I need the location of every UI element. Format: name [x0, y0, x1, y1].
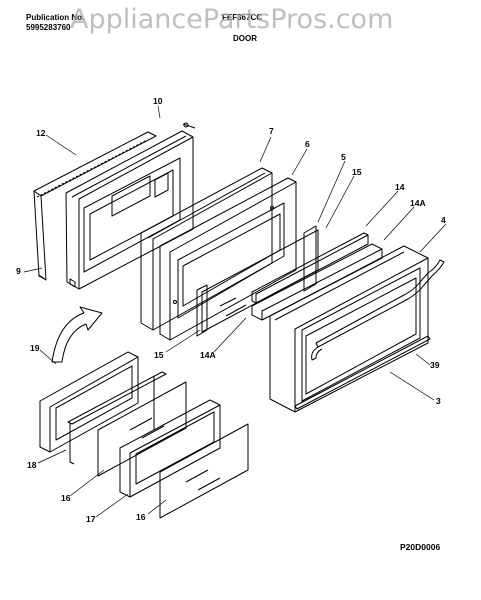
glass-part-16-upper	[97, 381, 187, 477]
glass-part-14	[251, 232, 369, 304]
section-title: DOOR	[233, 34, 257, 43]
inner-door-panel-part-9	[65, 130, 194, 290]
callout-5: 5	[341, 152, 346, 162]
callout-15-lower: 15	[154, 350, 164, 360]
diagram-code: P20D0006	[400, 542, 441, 552]
assembly-arrow	[51, 306, 103, 363]
callout-19: 19	[30, 343, 40, 353]
callout-14A-upper: 14A	[410, 198, 426, 208]
lower-trim-part-3	[294, 335, 431, 410]
callout-39: 39	[430, 360, 440, 370]
leader-lines	[23, 105, 447, 518]
door-handle-part-39	[311, 259, 445, 361]
outer-door-panel-part-4	[269, 245, 429, 413]
door-gasket-part-12	[33, 131, 157, 281]
publication-label: Publication No.	[26, 13, 85, 22]
callout-16-upper: 16	[61, 493, 71, 503]
storm-frame-part-19	[39, 351, 139, 453]
watermark: AppliancePartsPros.com	[70, 4, 394, 35]
model-number: FEF367CC	[222, 13, 263, 22]
seal-part-18	[67, 371, 167, 465]
callout-4: 4	[441, 215, 446, 225]
callout-6: 6	[305, 139, 310, 149]
callout-9: 9	[16, 266, 21, 276]
callout-16-lower: 16	[136, 512, 146, 522]
callout-3: 3	[436, 396, 441, 406]
callout-14A-lower: 14A	[200, 350, 216, 360]
publication-number: 5995283760	[26, 23, 71, 32]
callout-7: 7	[269, 126, 274, 136]
callout-14: 14	[395, 182, 405, 192]
window-frame-part-6	[159, 177, 297, 341]
callout-15-upper: 15	[352, 167, 362, 177]
callout-17: 17	[86, 514, 96, 524]
screw-part-10	[182, 122, 196, 129]
glass-part-16-lower	[159, 423, 249, 519]
spacer-strip-part-15	[196, 225, 317, 337]
storm-frame-part-17	[119, 399, 221, 498]
callout-10: 10	[153, 96, 163, 106]
callout-18: 18	[27, 460, 37, 470]
callout-12: 12	[36, 128, 46, 138]
